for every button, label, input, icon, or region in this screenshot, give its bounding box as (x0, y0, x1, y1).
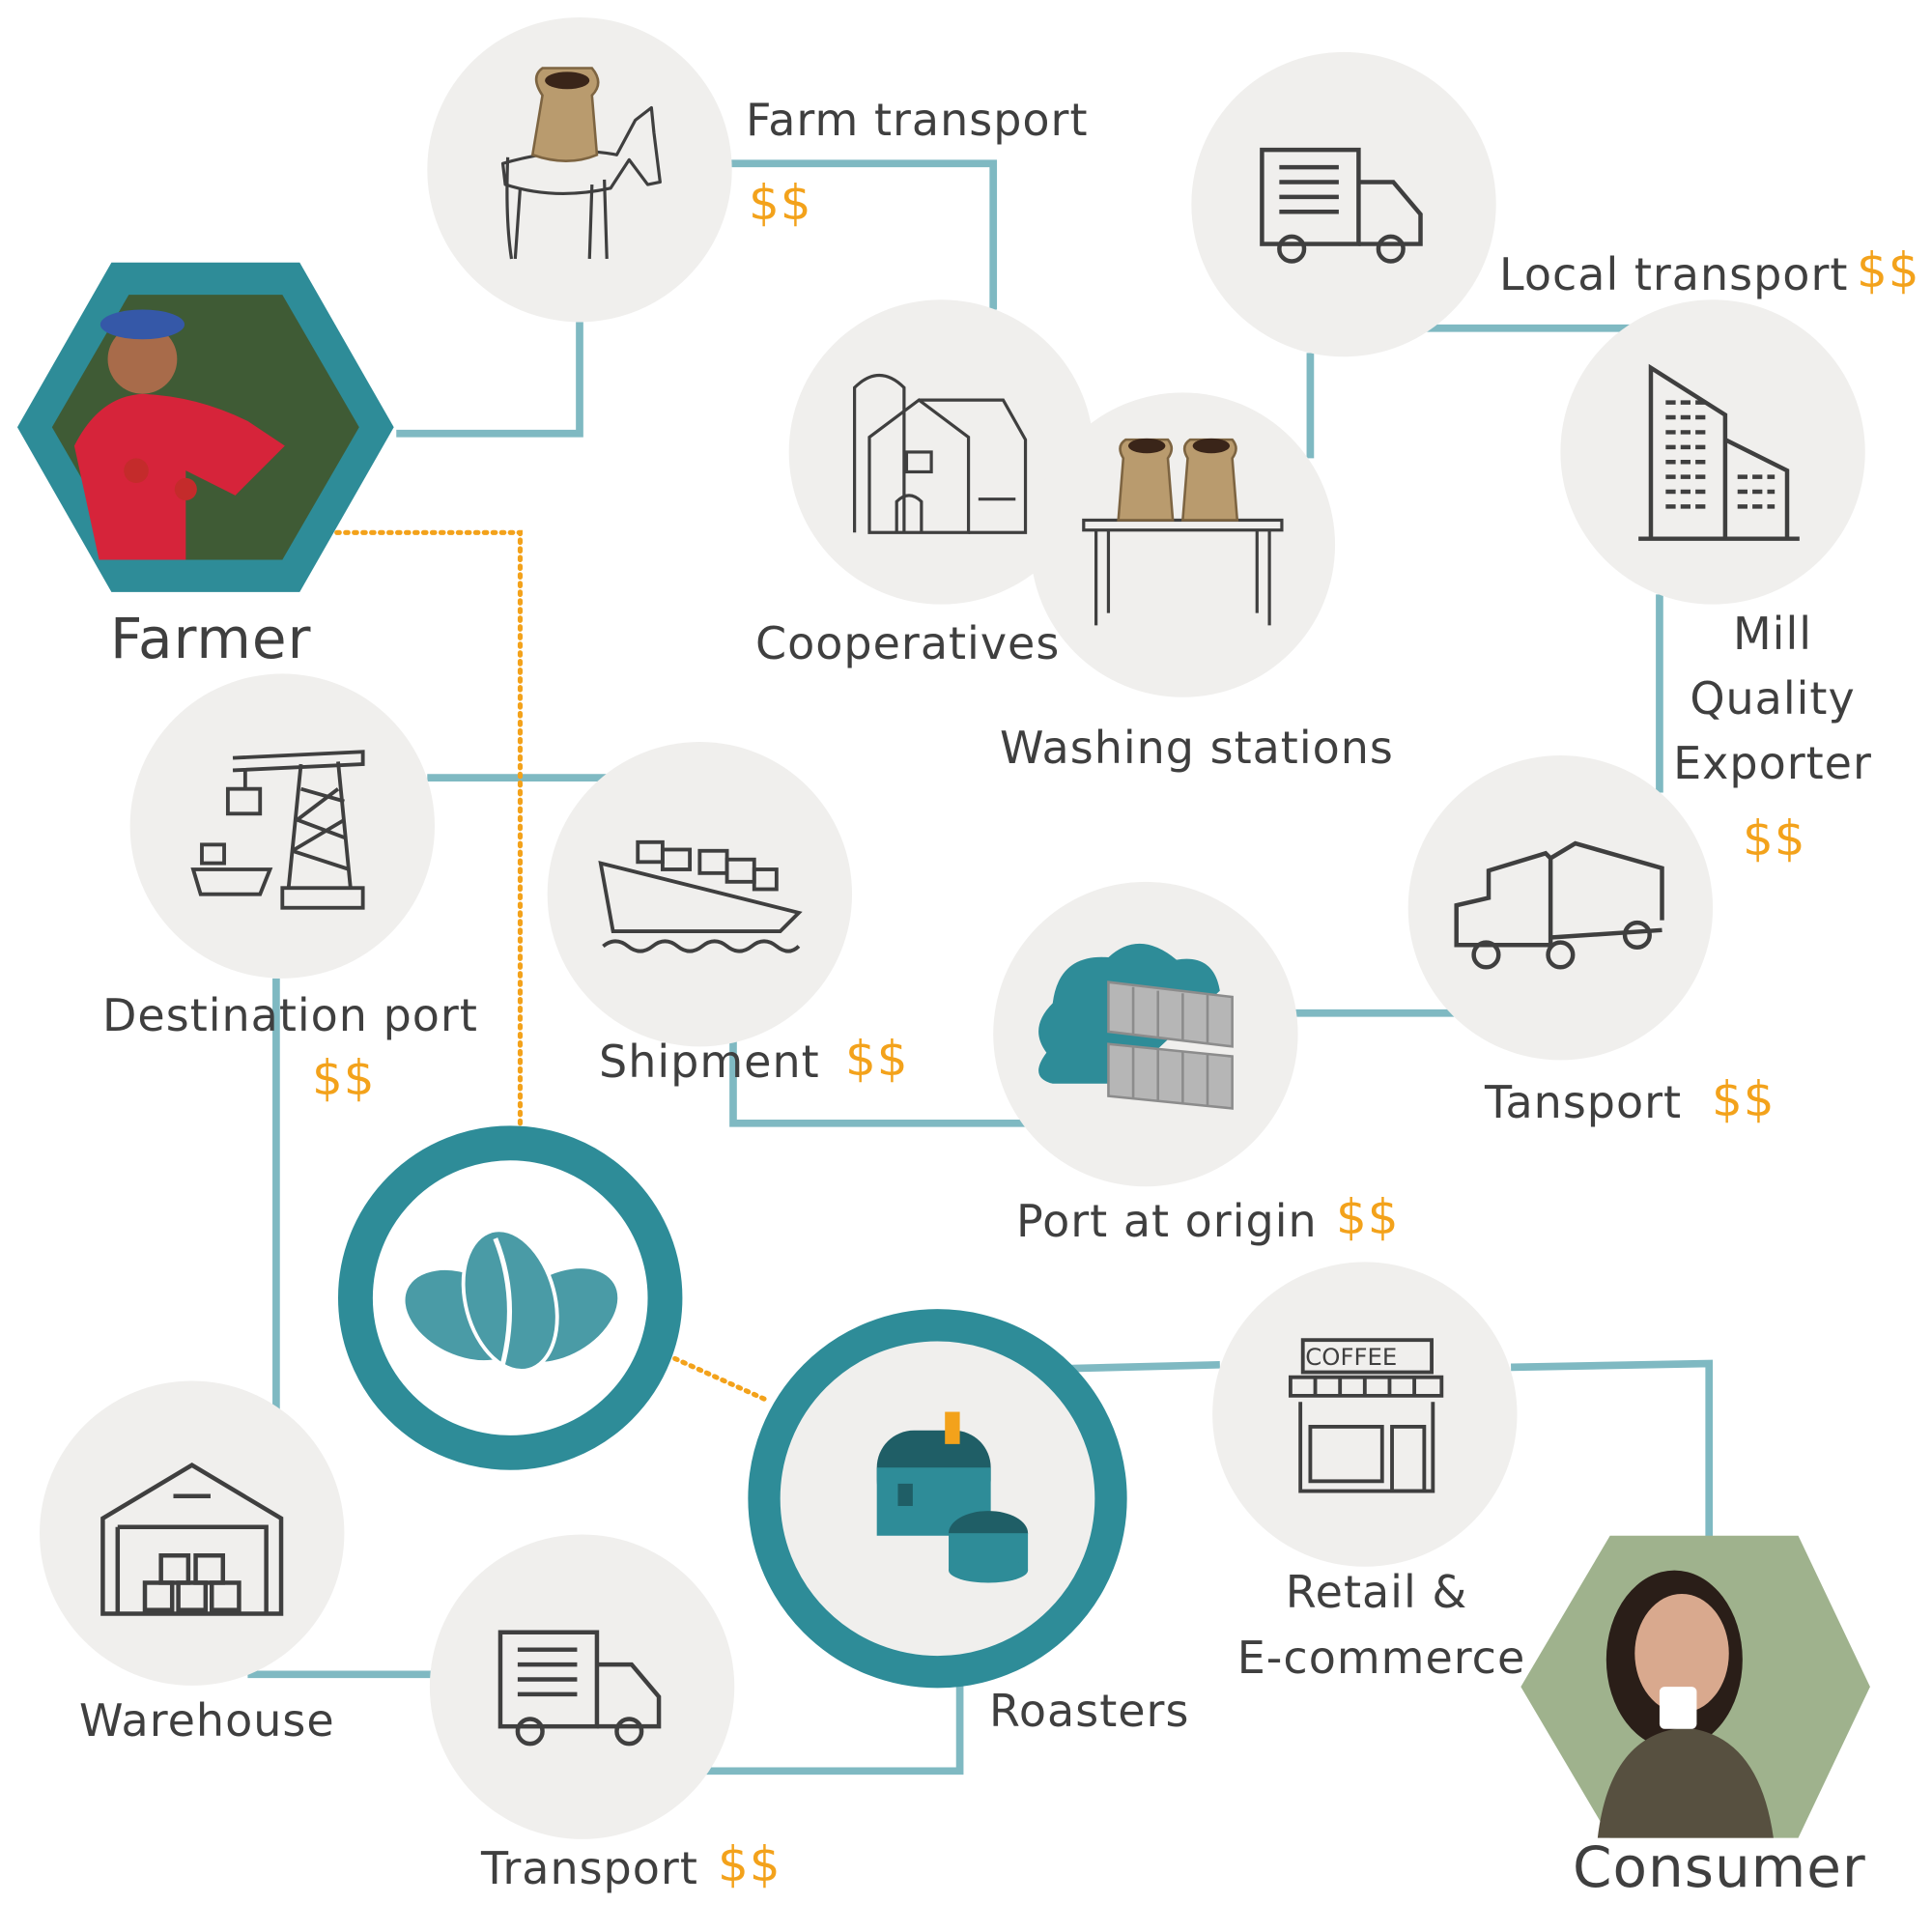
shipment-cost: $$ (845, 1031, 909, 1087)
transport-destination-cost: $$ (718, 1836, 781, 1892)
cooperatives-label: Cooperatives (755, 617, 1061, 669)
exporter-label: Exporter (1673, 737, 1872, 789)
coffee-roaster-icon (876, 1411, 1029, 1583)
local-transport-cost: $$ (1857, 242, 1920, 298)
transport-destination-label: Transport (481, 1842, 698, 1894)
semi-truck-icon (1454, 840, 1664, 970)
direct-trade-dotted-lines (334, 529, 768, 1403)
connector-port-shipment (729, 1039, 1029, 1127)
connector-farmtransport-coops (730, 159, 998, 310)
direct-trade-logo (338, 1125, 683, 1470)
port-at-origin-label: Port at origin (1016, 1195, 1318, 1247)
office-building-icon (1638, 363, 1800, 541)
transport-origin-cost: $$ (1712, 1071, 1776, 1127)
port-at-origin-cost: $$ (1336, 1189, 1400, 1245)
coffee-shop-icon: COFFEE (1288, 1338, 1444, 1493)
coffee-sacks-on-table-icon (1082, 438, 1284, 626)
transport-origin-label: Tansport (1485, 1076, 1683, 1128)
washing-stations-label: Washing stations (1000, 722, 1394, 774)
shipment-label: Shipment (599, 1036, 820, 1088)
consumer-label: Consumer (1573, 1834, 1866, 1900)
circle-cooperatives (788, 299, 1094, 605)
roasters-node (748, 1309, 1127, 1689)
circle-warehouse (40, 1380, 345, 1686)
coffee-beans-logo-icon (401, 1228, 622, 1373)
connector-transport-roasters (705, 1678, 964, 1776)
warehouse-icon (100, 1463, 284, 1616)
barn-silo-icon (853, 374, 1028, 534)
local-transport-label: Local transport (1499, 248, 1849, 300)
donkey-with-coffee-sack-icon (500, 67, 662, 260)
mill-label: Mill (1732, 608, 1813, 660)
destination-port-label: Destination port (102, 989, 478, 1041)
farmer-photo-frame (16, 262, 394, 592)
farm-transport-label: Farm transport (746, 94, 1089, 146)
connector-farmer-farmtransport (396, 322, 583, 438)
warehouse-label: Warehouse (79, 1694, 335, 1747)
circle-local-transport (1191, 51, 1496, 357)
connector-roasters-retail (1067, 1360, 1220, 1373)
farmer-label: Farmer (110, 606, 312, 671)
dotted-farmer-logo (334, 529, 524, 1132)
connector-retail-consumer (1511, 1359, 1714, 1543)
delivery-truck-icon (1260, 147, 1423, 264)
port-crane-icon (190, 750, 365, 910)
quality-label: Quality (1690, 672, 1856, 724)
mill-cost: $$ (1743, 810, 1806, 867)
circle-transport-origin (1407, 755, 1714, 1061)
roasters-label: Roasters (989, 1685, 1190, 1737)
dotted-logo-roasters (672, 1355, 768, 1403)
node-circles (40, 16, 1865, 1839)
consumer-photo-frame (1520, 1535, 1870, 1838)
circle-farm-transport (427, 16, 732, 323)
cloud-containers-icon (1038, 943, 1234, 1110)
connector-lines (247, 159, 1714, 1776)
circle-transport-destination (429, 1534, 735, 1839)
circle-washing-stations (1030, 392, 1336, 697)
circle-destination-port (129, 673, 435, 979)
retail-label-line2: E-commerce (1236, 1632, 1526, 1684)
retail-label-line1: Retail & (1285, 1566, 1468, 1618)
circle-shipment (547, 741, 853, 1047)
delivery-truck-icon (497, 1630, 662, 1747)
circle-retail (1212, 1262, 1518, 1567)
destination-port-cost: $$ (312, 1050, 376, 1106)
farm-transport-cost: $$ (749, 175, 812, 231)
cargo-ship-icon (598, 839, 803, 953)
coffee-sign-text: COFFEE (1305, 1343, 1397, 1371)
circle-mill (1560, 299, 1865, 605)
